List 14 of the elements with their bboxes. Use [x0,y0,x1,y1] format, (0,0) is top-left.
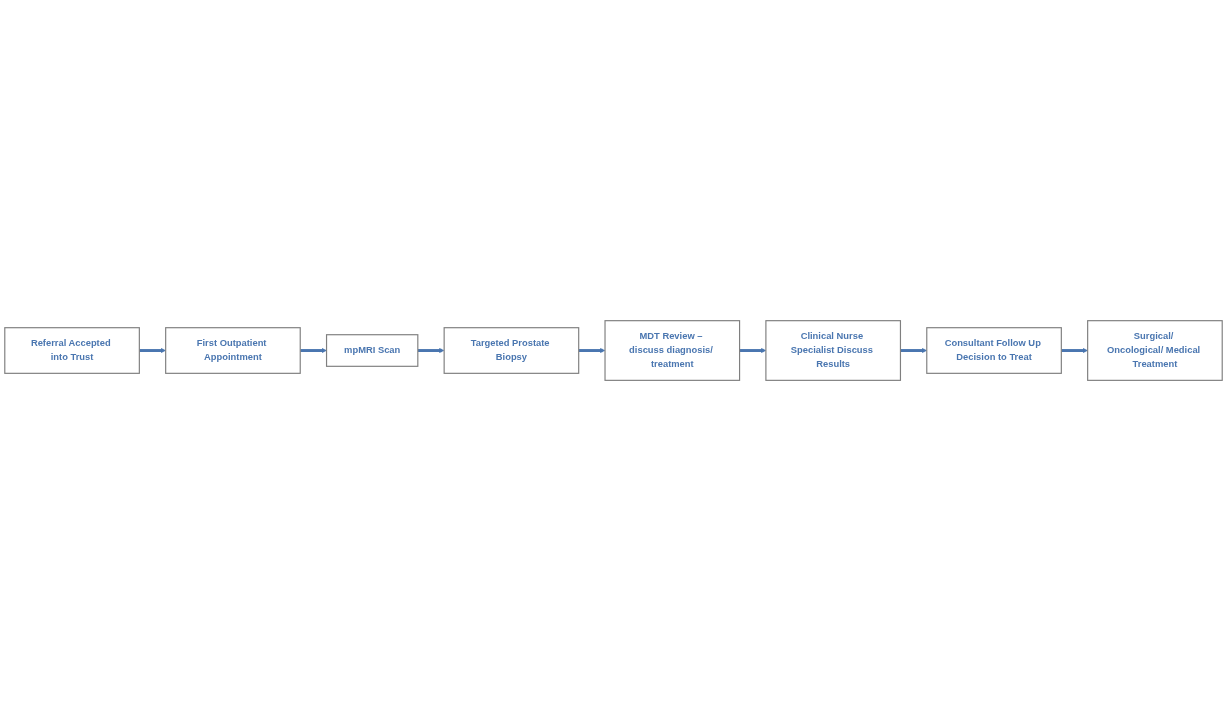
node-box: First Outpatient Appointment [165,327,301,375]
node-box: mpMRI Scan [325,334,419,368]
node-box: Targeted Prostate Biopsy [443,327,580,375]
arrow [1061,348,1088,354]
arrow [139,348,166,354]
node-box: Consultant Follow Up Decision to Treat [926,327,1062,375]
node-box: Clinical Nurse Specialist Discuss Results [765,320,902,382]
arrow [300,348,327,354]
node-box: Referral Accepted into Trust [4,327,140,375]
arrow [417,348,445,354]
arrow [578,348,606,354]
arrow [900,348,927,354]
node-box: MDT Review – discuss diagnosis/ treatment [604,320,741,382]
node-box: Surgical/ Oncological/ Medical Treatment [1087,320,1223,382]
